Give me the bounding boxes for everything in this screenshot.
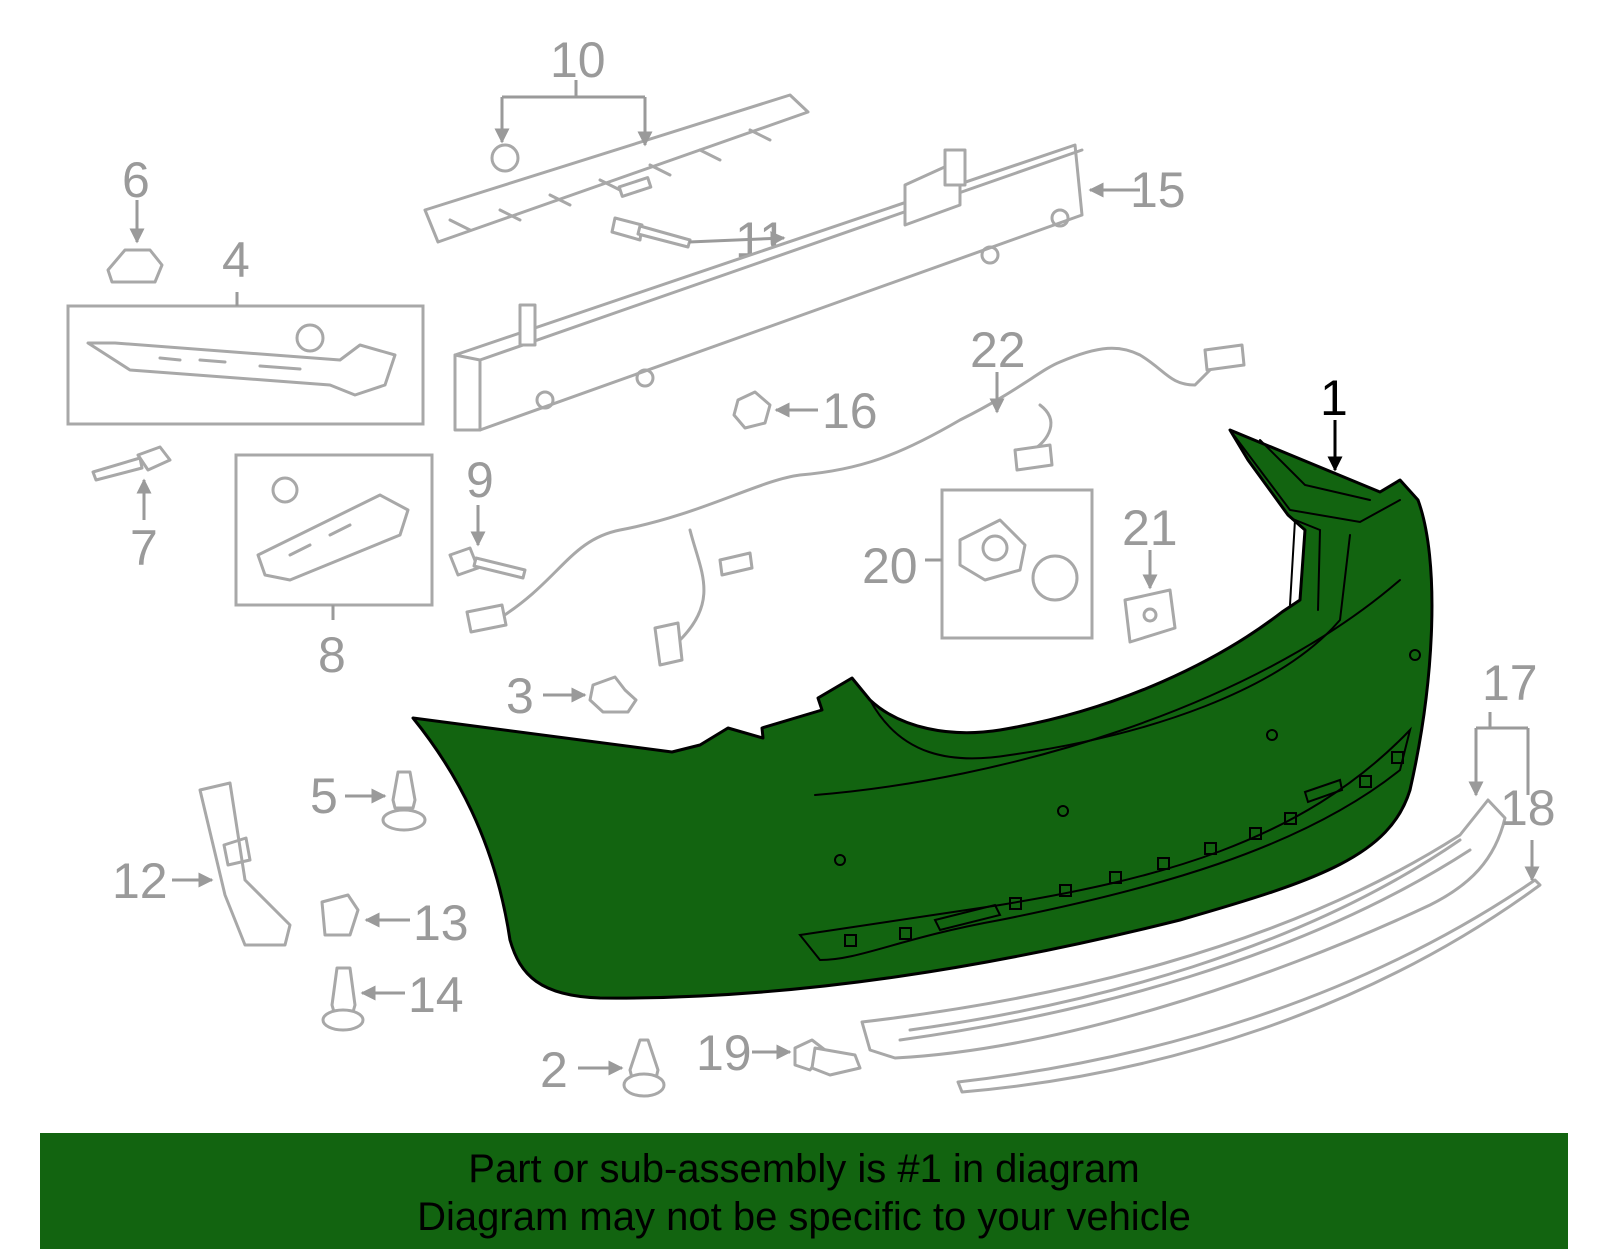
part-21-sensor-bracket [1123, 550, 1177, 644]
callout-6: 6 [122, 152, 150, 208]
callout-17: 17 [1482, 655, 1538, 711]
part-8-bracket-kit [234, 453, 434, 620]
part-18-trim [956, 878, 1542, 1094]
callout-4: 4 [222, 232, 250, 288]
part-15-reinforcement [453, 143, 1140, 432]
callout-16: 16 [822, 383, 878, 439]
part-12-side-bracket [172, 781, 292, 947]
callout-3: 3 [506, 668, 534, 724]
callout-9: 9 [466, 452, 494, 508]
callout-18: 18 [1500, 780, 1556, 836]
part-22-wiring-harness [465, 343, 1246, 667]
part-13-nut-clip [320, 893, 410, 937]
part-1-bumper-cover [411, 420, 1434, 1000]
part-10-bracket [423, 80, 810, 244]
callout-7: 7 [130, 520, 158, 576]
part-17-valance [860, 798, 1507, 1060]
part-16-nut [732, 390, 818, 430]
part-9-bolt [448, 505, 527, 580]
callout-8: 8 [318, 627, 346, 683]
part-7-bolt [91, 445, 172, 520]
part-2-push-pin [578, 1038, 666, 1098]
callout-20: 20 [862, 538, 918, 594]
callout-5: 5 [310, 768, 338, 824]
callout-22: 22 [970, 322, 1026, 378]
callout-14: 14 [408, 967, 464, 1023]
callout-1: 1 [1320, 370, 1348, 426]
part-20-sensor-kit [925, 488, 1094, 640]
callout-15: 15 [1130, 162, 1186, 218]
banner-line-2: Diagram may not be specific to your vehi… [417, 1195, 1191, 1239]
part-6-clip [106, 200, 164, 284]
part-4-bracket-kit [66, 292, 425, 426]
callout-10: 10 [550, 32, 606, 88]
part-3-clip [543, 675, 638, 714]
info-banner: Part or sub-assembly is #1 in diagram Di… [40, 1133, 1568, 1249]
callout-2: 2 [540, 1042, 568, 1098]
part-14-push-pin [321, 966, 405, 1032]
callout-19: 19 [696, 1025, 752, 1081]
callout-13: 13 [413, 895, 469, 951]
part-5-push-pin [345, 770, 427, 832]
callout-12: 12 [112, 853, 168, 909]
part-11-bolt [610, 216, 786, 249]
banner-line-1: Part or sub-assembly is #1 in diagram [468, 1147, 1140, 1191]
part-19-screw [752, 1038, 862, 1077]
callout-21: 21 [1122, 500, 1178, 556]
